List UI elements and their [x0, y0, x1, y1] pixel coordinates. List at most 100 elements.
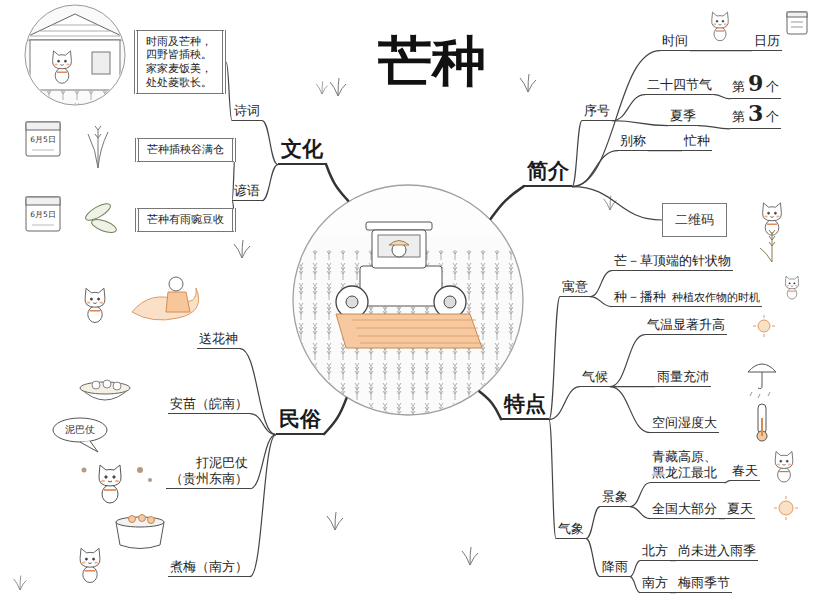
grass-tuft: [14, 576, 27, 590]
cat-figure: [775, 452, 793, 482]
branch-connector: [262, 165, 278, 201]
topic-label: 别称: [618, 133, 648, 151]
rice-plant: [88, 126, 108, 168]
node-text: 气温显著升高: [647, 317, 725, 332]
sun-icon: [779, 501, 793, 515]
branch-connector: [610, 386, 655, 387]
topic-label: 打泥巴仗 （贵州东南）: [166, 455, 250, 490]
node-text: 夏季: [670, 108, 696, 123]
wheat-ear: [760, 230, 775, 262]
central-illustration: [378, 235, 420, 257]
topic-label: 夏天: [725, 501, 755, 519]
branch-connector: [610, 335, 645, 387]
seedling-bowl: [92, 381, 100, 389]
node-text: 二维码: [675, 212, 714, 227]
node-text: 空间湿度大: [652, 415, 717, 430]
branch-connector: [590, 271, 612, 297]
calendar-icon: [26, 197, 60, 205]
grass-tuft: [234, 240, 250, 258]
branch-connector: [612, 121, 668, 126]
node-text: 9: [748, 70, 763, 96]
node-text: 时间: [662, 33, 688, 48]
branch-connector: [549, 420, 556, 539]
node-text: 个: [766, 109, 779, 124]
calendar-icon: [26, 197, 60, 231]
node-text: 特点: [504, 391, 546, 416]
topic-label: 忙种: [682, 133, 712, 151]
node-text: 雨量充沛: [657, 369, 709, 384]
branch-label: 简介: [524, 157, 572, 187]
branch-connector: [612, 95, 645, 121]
central-illustration: [366, 222, 432, 230]
speech-bubble: [53, 418, 107, 452]
gauge-icon: [761, 418, 763, 436]
branch-connector: [250, 414, 276, 435]
topic-label: 日历: [752, 33, 782, 51]
node-text: 芒种有雨豌豆收: [147, 213, 224, 226]
speech-bubble: [53, 418, 107, 442]
topic-label: 时间: [660, 33, 690, 51]
branch-connector: [590, 297, 612, 307]
title-grass: [316, 81, 327, 94]
topic-label: 种－播种种植农作物的时机: [612, 289, 762, 307]
house-illustration: [53, 51, 72, 83]
branch-trunk: [479, 391, 501, 419]
calendar-date: 6月5日: [30, 211, 56, 219]
branch-connector: [549, 387, 580, 420]
calendar-icon: [26, 12, 807, 231]
topic-label: 空间湿度大: [650, 415, 719, 433]
grass-tuft: [14, 196, 617, 590]
central-illustration: [352, 320, 481, 343]
plum-pot: [148, 517, 155, 524]
umbrella-icon: [758, 372, 762, 389]
pea-pod: [83, 201, 118, 235]
title-grass: [520, 74, 536, 92]
node-text: 气象: [558, 521, 584, 536]
branch-connector: [250, 435, 276, 577]
cat-figure: [99, 465, 121, 503]
branch-trunk: [326, 164, 348, 201]
topic-label: 北方: [640, 543, 670, 561]
topic-label: 芒－草顶端的针状物: [612, 253, 733, 271]
branch-trunk: [324, 398, 346, 434]
flower-fairy: [132, 277, 199, 320]
flower-fairy: [132, 288, 199, 320]
branch-connector: [240, 349, 276, 435]
grass-tuft: [327, 512, 343, 530]
plum-pot: [139, 515, 146, 522]
topic-label: 诗词: [232, 103, 262, 121]
topic-label: 安苗（皖南）: [168, 396, 250, 414]
topic-label: 南方: [640, 575, 670, 593]
node-text: 芒种插秧谷满仓: [147, 143, 224, 156]
central-illustration: [336, 286, 368, 318]
node-text: 文化: [281, 136, 323, 161]
branch-trunk: [491, 186, 524, 219]
pea-pod: [90, 217, 118, 235]
flower-fairy: [169, 277, 183, 291]
central-illustration: [434, 286, 466, 318]
calendar-icon: [26, 122, 60, 130]
node-text: 北方: [642, 543, 668, 558]
topic-label: 梅雨季节: [676, 575, 732, 593]
bubble-text: 泥巴仗: [65, 424, 95, 436]
node-text: 青藏高原、 黑龙江最北: [652, 449, 722, 482]
house-illustration: [20, 14, 130, 40]
topic-label: 春天: [730, 463, 760, 481]
central-illustration: [336, 314, 482, 348]
cat-figure: [785, 276, 798, 299]
plum-pot: [116, 515, 164, 549]
proverb-scroll: 芒种有雨豌豆收: [135, 208, 236, 232]
node-text: 二十四节气: [647, 77, 712, 92]
branch-connector: [572, 121, 582, 187]
topic-label: 送花神: [197, 331, 240, 349]
topic-label: 夏季: [668, 108, 698, 126]
topic-label: 降雨: [600, 559, 630, 577]
branch-connector: [698, 126, 730, 129]
proverb-scroll: 芒种插秧谷满仓: [135, 138, 236, 162]
branch-connector: [610, 387, 650, 433]
node-text: 第: [732, 79, 745, 94]
node-text: 诗词: [234, 103, 260, 118]
flower-fairy: [166, 292, 190, 312]
node-text: 安苗（皖南）: [170, 396, 248, 411]
